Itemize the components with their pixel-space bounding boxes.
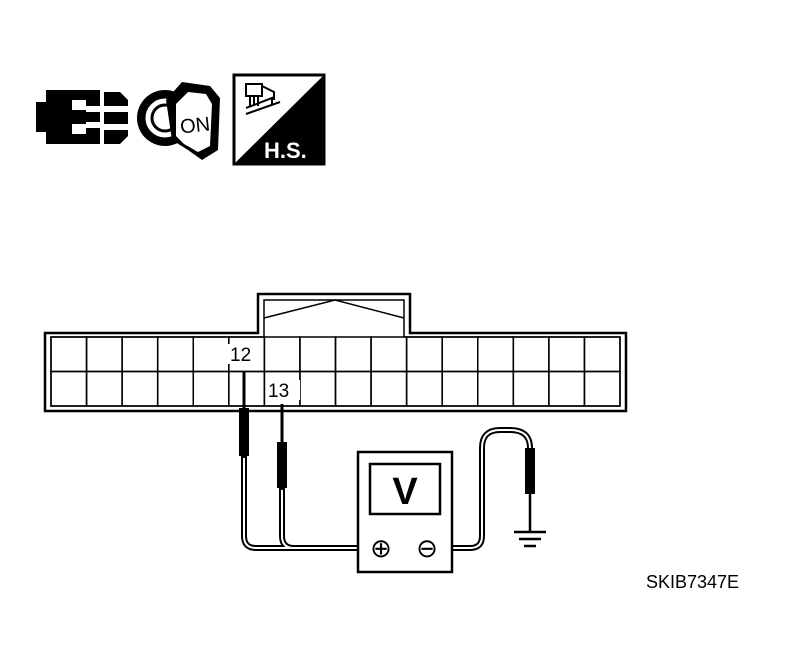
meter-display [368,462,442,516]
positive-lead-wires-inner [243,458,366,549]
negative-terminal-icon: ⊖ [416,533,438,563]
harness-side-label: H.S. [264,138,307,163]
probe-terminal-12 [239,372,249,456]
ground-icon [514,530,546,548]
terminal-12-label: 12 [230,345,251,366]
meter-display-label: V [392,471,418,513]
positive-terminal-icon: ⊕ [370,533,392,563]
ground-probe [525,448,535,494]
wire-connector-glyph [245,83,281,115]
figure-id: SKIB7347E [646,572,739,592]
ignition-on-label: ON [179,113,211,138]
connector-body [43,292,628,413]
terminal-cell [583,370,621,407]
harness-side-icon: H.S. [232,73,326,166]
terminal-13-label: 13 [268,381,289,402]
ignition-on-icon: ON [137,82,220,160]
negative-lead-wire [440,427,535,551]
connector-latch [263,299,405,319]
connector-disconnect-icon [36,90,128,144]
positive-lead-wires [241,456,368,551]
probe-terminal-13 [277,404,287,488]
voltmeter: V ⊕ ⊖ [356,450,454,574]
